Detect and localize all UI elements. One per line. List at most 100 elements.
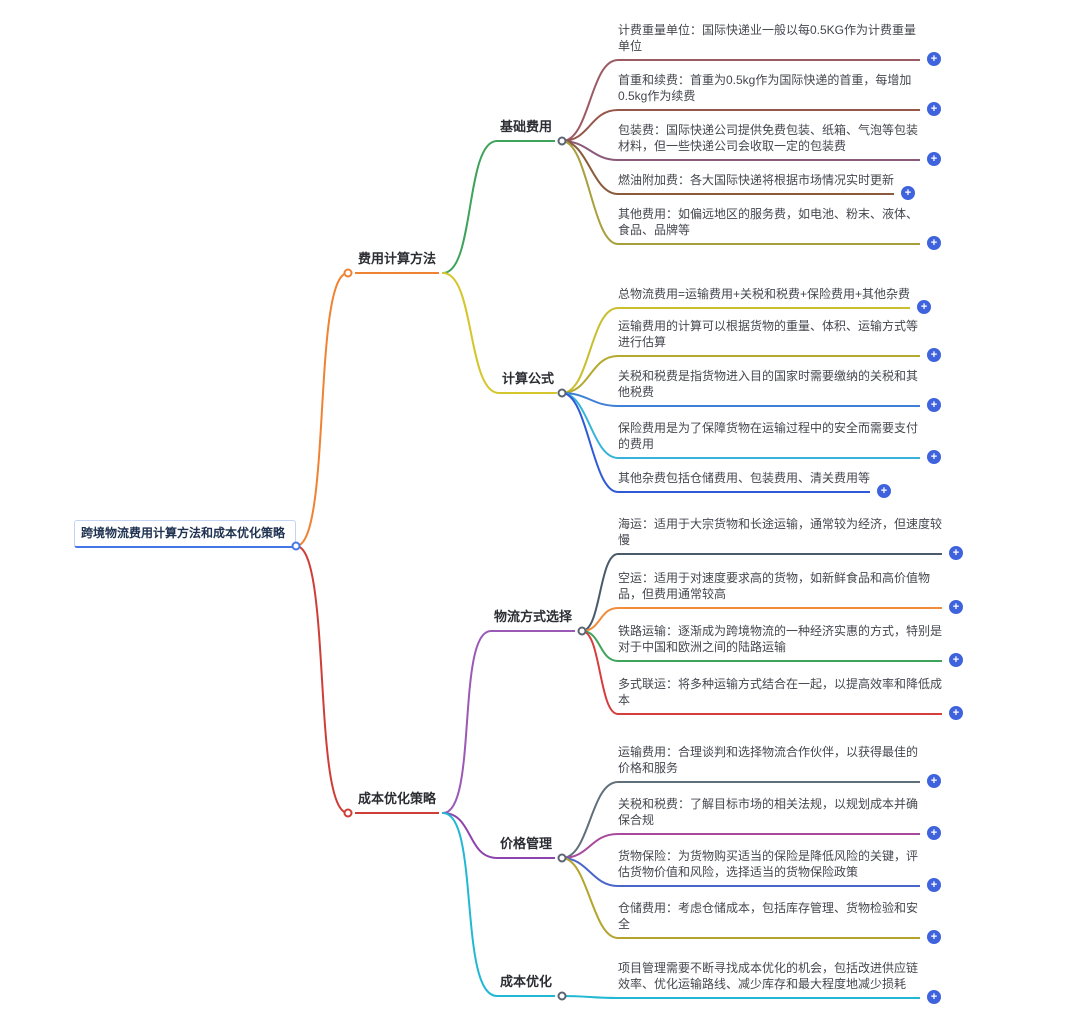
mindmap-leaf[interactable]: 燃油附加费：各大国际快递将根据市场情况实时更新+ xyxy=(618,172,916,200)
expand-button[interactable]: + xyxy=(927,236,941,250)
node-label: 基础费用 xyxy=(500,119,553,134)
edge-path xyxy=(561,833,619,859)
mindmap-leaf[interactable]: 运输费用：合理谈判和选择物流合作伙伴，以获得最佳的价格和服务 + xyxy=(618,744,941,788)
leaf-text: 关税和税费：了解目标市场的相关法规，以规划成本并确保合规 xyxy=(618,797,919,827)
edge-path xyxy=(442,272,500,394)
edge-path xyxy=(561,355,619,394)
leaf-text: 计费重量单位：国际快递业一般以每0.5KG作为计费重量单位 xyxy=(618,23,917,53)
mindmap-leaf[interactable]: 仓储费用：考虑仓储成本，包括库存管理、货物检验和安全 + xyxy=(618,900,941,944)
connector-dot xyxy=(577,626,587,636)
mindmap-leaf[interactable]: 其他费用：如偏远地区的服务费，如电池、粉末、液体、食品、品牌等 + xyxy=(618,206,941,250)
mindmap-node[interactable]: 价格管理 xyxy=(497,833,556,859)
leaf-text: 项目管理需要不断寻找成本优化的机会，包括改进供应链效率、优化运输路线、减少库存和… xyxy=(618,961,919,991)
leaf-text: 空运：适用于对速度要求高的货物，如新鲜食品和高价值物品，但费用通常较高 xyxy=(618,571,931,601)
expand-button[interactable]: + xyxy=(927,152,941,166)
node-label: 成本优化 xyxy=(500,974,553,989)
edge-path xyxy=(561,140,619,245)
mindmap-node[interactable]: 费用计算方法 xyxy=(355,248,440,274)
node-label: 跨境物流费用计算方法和成本优化策略 xyxy=(81,526,286,540)
leaf-text: 关税和税费是指货物进入目的国家时需要缴纳的关税和其他税费 xyxy=(618,369,919,399)
expand-button[interactable]: + xyxy=(949,546,963,560)
leaf-text: 多式联运：将多种运输方式结合在一起，以提高效率和降低成本 xyxy=(618,677,943,707)
mindmap-leaf[interactable]: 海运：适用于大宗货物和长途运输，通常较为经济，但速度较慢 + xyxy=(618,516,963,560)
expand-button[interactable]: + xyxy=(927,930,941,944)
mindmap-leaf[interactable]: 多式联运：将多种运输方式结合在一起，以提高效率和降低成本 + xyxy=(618,676,963,720)
edge-path xyxy=(581,630,619,662)
leaf-text: 仓储费用：考虑仓储成本，包括库存管理、货物检验和安全 xyxy=(618,901,919,931)
expand-button[interactable]: + xyxy=(901,186,916,200)
mindmap-leaf[interactable]: 空运：适用于对速度要求高的货物，如新鲜食品和高价值物品，但费用通常较高 + xyxy=(618,570,963,614)
expand-button[interactable]: + xyxy=(917,300,932,314)
node-label: 价格管理 xyxy=(500,836,553,851)
expand-button[interactable]: + xyxy=(949,706,963,720)
node-label: 费用计算方法 xyxy=(358,251,437,266)
expand-button[interactable]: + xyxy=(927,348,941,362)
expand-button[interactable]: + xyxy=(927,102,941,116)
edge-path xyxy=(581,630,619,715)
leaf-text: 铁路运输：逐渐成为跨境物流的一种经济实惠的方式，特别是对于中国和欧洲之间的陆路运… xyxy=(618,624,943,654)
edge-path xyxy=(561,140,619,195)
mindmap-node[interactable]: 基础费用 xyxy=(497,116,556,142)
mindmap-leaf[interactable]: 首重和续费：首重为0.5kg作为国际快递的首重，每增加0.5kg作为续费 + xyxy=(618,72,941,116)
edge-path xyxy=(581,553,619,632)
edge-path xyxy=(561,995,619,999)
leaf-text: 保险费用是为了保障货物在运输过程中的安全而需要支付的费用 xyxy=(618,421,919,451)
connector-dot xyxy=(343,268,353,278)
edge-path xyxy=(561,109,619,142)
mindmap-node[interactable]: 成本优化策略 xyxy=(355,788,440,814)
edge-path xyxy=(442,812,498,997)
expand-button[interactable]: + xyxy=(927,398,941,412)
mindmap-leaf[interactable]: 其他杂费包括仓储费用、包装费用、清关费用等 + xyxy=(618,470,892,498)
mindmap-leaf[interactable]: 项目管理需要不断寻找成本优化的机会，包括改进供应链效率、优化运输路线、减少库存和… xyxy=(618,960,941,1004)
node-label: 成本优化策略 xyxy=(358,791,437,806)
mindmap-node[interactable]: 成本优化 xyxy=(497,971,556,997)
mindmap-leaf[interactable]: 总物流费用=运输费用+关税和税费+保险费用+其他杂费+ xyxy=(618,286,932,314)
expand-button[interactable]: + xyxy=(927,878,941,892)
mindmap-node[interactable]: 物流方式选择 xyxy=(491,606,576,632)
edge-path xyxy=(561,59,619,142)
edge-path xyxy=(561,781,619,859)
mindmap-leaf[interactable]: 计费重量单位：国际快递业一般以每0.5KG作为计费重量单位 + xyxy=(618,22,941,66)
leaf-text: 其他杂费包括仓储费用、包装费用、清关费用等 xyxy=(618,471,871,485)
expand-button[interactable]: + xyxy=(949,600,963,614)
connector-dot xyxy=(343,808,353,818)
expand-button[interactable]: + xyxy=(927,990,941,1004)
expand-button[interactable]: + xyxy=(877,484,892,498)
connector-dot xyxy=(557,388,567,398)
connector-dot xyxy=(557,136,567,146)
expand-button[interactable]: + xyxy=(927,52,941,66)
edge-path xyxy=(442,630,492,814)
edge-path xyxy=(561,392,619,493)
leaf-text: 货物保险：为货物购买适当的保险是降低风险的关键，评估货物价值和风险，选择适当的货… xyxy=(618,849,919,879)
leaf-text: 运输费用的计算可以根据货物的重量、体积、运输方式等进行估算 xyxy=(618,319,919,349)
connector-dot xyxy=(557,853,567,863)
mindmap-root-node[interactable]: 跨境物流费用计算方法和成本优化策略 xyxy=(74,520,296,548)
expand-button[interactable]: + xyxy=(927,826,941,840)
mindmap-leaf[interactable]: 保险费用是为了保障货物在运输过程中的安全而需要支付的费用 + xyxy=(618,420,941,464)
leaf-text: 首重和续费：首重为0.5kg作为国际快递的首重，每增加0.5kg作为续费 xyxy=(618,73,912,103)
expand-button[interactable]: + xyxy=(949,653,963,667)
leaf-text: 包装费：国际快递公司提供免费包装、纸箱、气泡等包装材料，但一些快递公司会收取一定… xyxy=(618,123,919,153)
expand-button[interactable]: + xyxy=(927,450,941,464)
edge-path xyxy=(561,392,619,459)
edge-path xyxy=(295,545,349,814)
mindmap-leaf[interactable]: 铁路运输：逐渐成为跨境物流的一种经济实惠的方式，特别是对于中国和欧洲之间的陆路运… xyxy=(618,623,963,667)
node-label: 物流方式选择 xyxy=(494,609,573,624)
connector-dot xyxy=(291,541,301,551)
mindmap-leaf[interactable]: 运输费用的计算可以根据货物的重量、体积、运输方式等进行估算 + xyxy=(618,318,941,362)
mindmap-leaf[interactable]: 关税和税费是指货物进入目的国家时需要缴纳的关税和其他税费 + xyxy=(618,368,941,412)
mindmap-leaf[interactable]: 货物保险：为货物购买适当的保险是降低风险的关键，评估货物价值和风险，选择适当的货… xyxy=(618,848,941,892)
edge-path xyxy=(561,392,619,407)
edge-path xyxy=(561,307,619,394)
mindmap-leaf[interactable]: 包装费：国际快递公司提供免费包装、纸箱、气泡等包装材料，但一些快递公司会收取一定… xyxy=(618,122,941,166)
expand-button[interactable]: + xyxy=(927,774,941,788)
connector-dot xyxy=(557,991,567,1001)
edge-path xyxy=(561,857,619,939)
mindmap-leaf[interactable]: 关税和税费：了解目标市场的相关法规，以规划成本并确保合规 + xyxy=(618,796,941,840)
mindmap-node[interactable]: 计算公式 xyxy=(499,368,558,394)
leaf-text: 运输费用：合理谈判和选择物流合作伙伴，以获得最佳的价格和服务 xyxy=(618,745,919,775)
leaf-text: 海运：适用于大宗货物和长途运输，通常较为经济，但速度较慢 xyxy=(618,517,943,547)
leaf-text: 其他费用：如偏远地区的服务费，如电池、粉末、液体、食品、品牌等 xyxy=(618,207,919,237)
